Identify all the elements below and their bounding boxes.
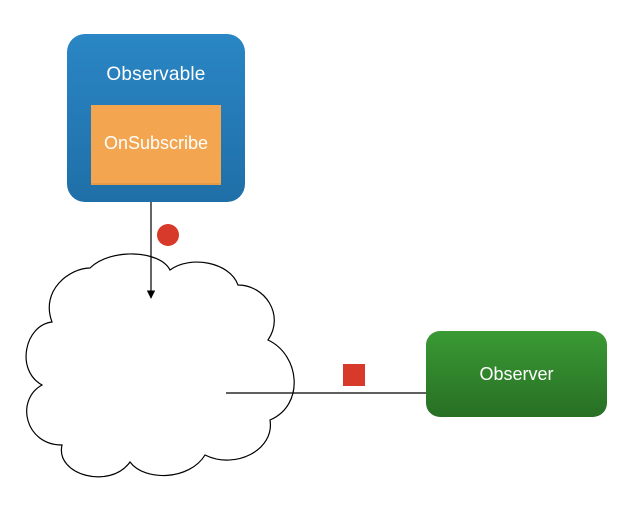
event-square-marker	[343, 364, 365, 386]
onsubscribe-box: OnSubscribe	[91, 105, 221, 185]
cloud-shape	[25, 253, 295, 478]
onsubscribe-label: OnSubscribe	[103, 133, 209, 153]
observable-label: Observable	[106, 64, 206, 85]
event-circle-marker	[157, 224, 179, 246]
observer-box: Observer	[426, 331, 607, 417]
observer-label: Observer	[479, 364, 554, 384]
observable-box: Observable OnSubscribe	[67, 34, 245, 202]
